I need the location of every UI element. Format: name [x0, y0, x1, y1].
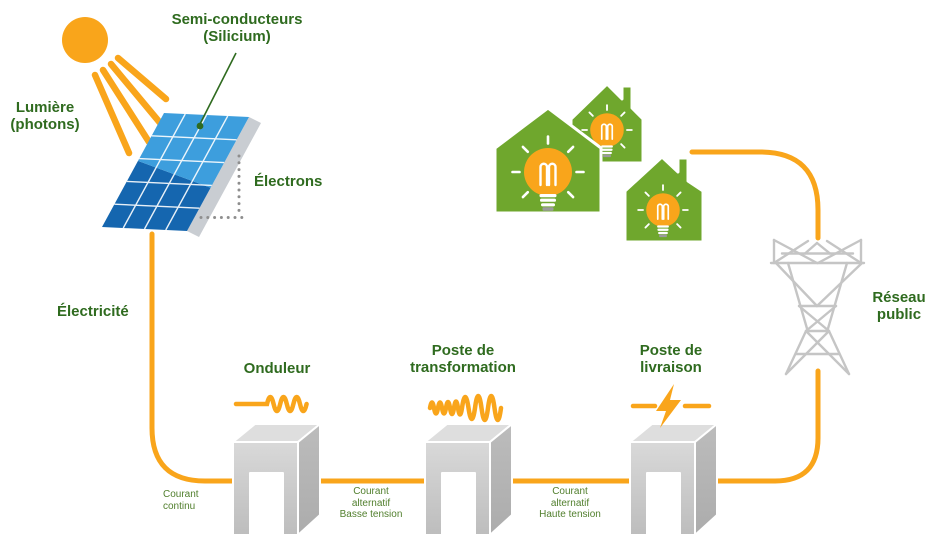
label-electrons: Électrons — [254, 173, 323, 190]
panel-face-light — [138, 113, 249, 188]
amplified-wave-icon — [427, 393, 504, 423]
houses-group — [493, 82, 705, 244]
label-cc-line1: Courant — [163, 489, 199, 500]
label-ht-line1: Courant — [552, 486, 588, 497]
label-ht-line3: Haute tension — [539, 509, 601, 520]
label-semi-line1: Semi-conducteurs — [171, 11, 303, 28]
transmission-tower-icon — [769, 238, 866, 376]
label-ht-line2: alternatif — [550, 497, 590, 509]
sun-icon — [62, 17, 170, 157]
label-bt-line2: alternatif — [351, 497, 391, 509]
panel-grid-lines — [114, 113, 237, 231]
label-bt-line3: Basse tension — [339, 509, 403, 520]
label-lumiere-line2: (photons) — [10, 115, 80, 133]
label-reseau-line2: public — [876, 305, 922, 323]
solar-panel-icon — [102, 113, 261, 237]
label-lumiere-line1: Lumière — [15, 99, 75, 116]
label-livraison-line1: Poste de — [639, 342, 703, 359]
label-reseau-line1: Réseau — [872, 289, 926, 306]
label-courant-continu: Courant continu — [163, 489, 199, 512]
dc-wave-icon — [233, 394, 309, 414]
label-bt-line1: Courant — [353, 486, 389, 497]
panel-side-edge — [187, 117, 261, 237]
label-transformation-line1: Poste de — [431, 342, 495, 359]
substation-building-icon-transformer — [424, 423, 513, 536]
label-onduleur: Onduleur — [243, 360, 311, 377]
label-courant-basse-tension: Courant alternatif Basse tension — [340, 486, 403, 521]
label-lumiere: Lumière (photons) — [10, 99, 80, 133]
electron-angle-icon — [199, 154, 244, 219]
label-electricite: Électricité — [57, 303, 129, 320]
substation-building-icon-delivery — [629, 423, 718, 536]
label-semi-conducteurs: Semi-conducteurs (Silicium) — [171, 11, 303, 45]
label-livraison: Poste de livraison — [639, 342, 703, 376]
label-semi-line2: (Silicium) — [203, 27, 271, 45]
panel-face-dark — [102, 160, 211, 231]
label-reseau-public: Réseau public — [872, 289, 926, 323]
pointer-line-icon — [196, 52, 237, 130]
energy-flow-path — [149, 149, 821, 484]
path-delivery-to-grid — [714, 368, 821, 484]
house-icon-small — [623, 155, 705, 244]
label-transformation-line2: transformation — [410, 358, 516, 376]
label-cc-line2: continu — [163, 500, 196, 512]
path-grid-to-houses — [689, 149, 821, 241]
label-courant-haute-tension: Courant alternatif Haute tension — [539, 486, 601, 521]
label-transformation: Poste de transformation — [410, 342, 516, 376]
substation-building-icon-inverter — [232, 423, 321, 536]
lightning-bolt-icon — [630, 384, 712, 428]
path-panel-to-inverter — [149, 231, 235, 484]
label-livraison-line2: livraison — [640, 358, 702, 376]
house-icon-large — [493, 106, 603, 215]
